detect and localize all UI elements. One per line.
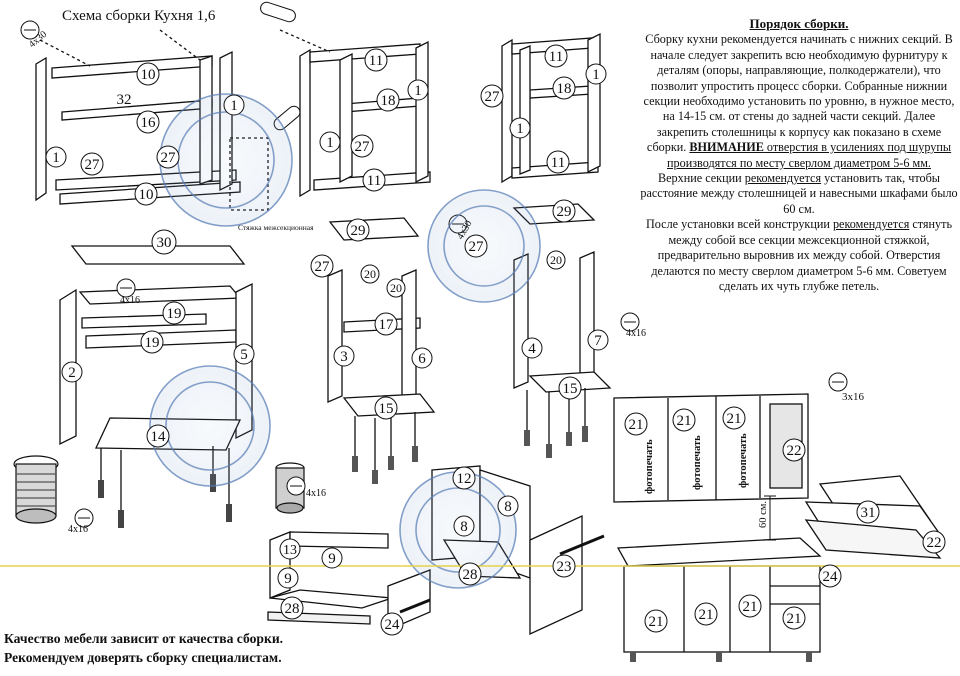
part-number: 15 xyxy=(379,401,394,417)
part-number: 1 xyxy=(52,150,60,166)
footer-note: Качество мебели зависит от качества сбор… xyxy=(4,629,283,667)
part-number: 21 xyxy=(727,411,742,427)
part-number: 21 xyxy=(743,599,758,615)
part-number: 18 xyxy=(381,93,396,109)
part-number: 9 xyxy=(328,551,336,567)
part-number: 29 xyxy=(351,223,366,239)
part-number: 9 xyxy=(284,571,292,587)
part-number: 31 xyxy=(861,505,876,521)
part-number: 13 xyxy=(283,543,297,558)
warning-label: ВНИМАНИЕ xyxy=(689,140,764,155)
part-number: 12 xyxy=(457,471,472,487)
screw-size-label: 4x16 xyxy=(306,488,326,499)
part-number: 28 xyxy=(463,567,478,583)
part-number: 6 xyxy=(418,351,426,367)
part-number: 16 xyxy=(141,115,157,131)
part-number: 27 xyxy=(315,259,331,275)
part-number: 32 xyxy=(117,92,132,108)
part-number: 21 xyxy=(677,413,692,429)
part-number: 24 xyxy=(823,569,839,585)
part-number: 10 xyxy=(139,187,154,203)
part-number: 21 xyxy=(699,607,714,623)
part-number: 10 xyxy=(141,67,156,83)
part-number: 17 xyxy=(379,317,395,333)
part-number: 20 xyxy=(364,267,376,281)
part-label xyxy=(136,62,160,86)
leg-detail xyxy=(13,455,305,524)
part-number: 14 xyxy=(151,429,167,445)
part-number: 27 xyxy=(469,239,485,255)
base-cabinets-assembled xyxy=(616,537,822,662)
footer-line-1: Качество мебели зависит от качества сбор… xyxy=(4,631,284,646)
part-number: 11 xyxy=(549,49,563,65)
screw-size-label: 3x16 xyxy=(842,391,865,403)
part-number: 11 xyxy=(551,155,565,171)
upper-cabinet-middle xyxy=(279,29,431,198)
part-labels: 10 32 16 1 1 27 27 10 11 1 18 1 27 11 11… xyxy=(45,44,946,636)
part-number: 1 xyxy=(326,135,334,151)
part-number: 11 xyxy=(369,53,383,69)
part-number: 19 xyxy=(167,306,182,322)
photo-print-label: фотопечать xyxy=(644,439,655,494)
part-number: 11 xyxy=(367,173,381,189)
part-number: 30 xyxy=(157,235,172,251)
drawer-exploded xyxy=(267,531,431,631)
part-number: 23 xyxy=(557,559,572,575)
instructions-paragraph-2: Верхние секции рекомендуется установить … xyxy=(640,171,958,216)
part-number: 29 xyxy=(557,204,572,220)
instructions-paragraph-1: Сборку кухни рекомендуется начинать с ни… xyxy=(643,32,955,170)
part-number: 1 xyxy=(230,98,238,114)
screw-size-label: 4x16 xyxy=(120,295,140,306)
part-number: 27 xyxy=(355,139,371,155)
part-number: 28 xyxy=(285,601,300,617)
part-number: 2 xyxy=(68,365,76,381)
part-number: 8 xyxy=(460,519,468,535)
part-number: 20 xyxy=(550,253,562,267)
part-number: 15 xyxy=(563,381,578,397)
part-number: 4 xyxy=(528,341,536,357)
part-number: 8 xyxy=(504,499,512,515)
part-number: 20 xyxy=(390,281,402,295)
screw-size-label: 4x16 xyxy=(68,524,88,535)
part-number: 3 xyxy=(340,349,348,365)
part-number: 5 xyxy=(240,347,248,363)
part-number: 7 xyxy=(594,333,602,349)
part-number: 1 xyxy=(516,121,524,137)
photo-print-label: фотопечать xyxy=(738,433,749,488)
part-number: 21 xyxy=(787,611,802,627)
footer-line-2: Рекомендуем доверять сборку специалистам… xyxy=(4,650,282,665)
stjazhka-label: Стяжка межсекционная xyxy=(238,223,314,232)
assembly-instructions: Порядок сборки. Сборку кухни рекомендует… xyxy=(640,16,958,294)
part-number: 1 xyxy=(414,83,422,99)
instructions-paragraph-3: После установки всей конструкции рекомен… xyxy=(645,217,953,293)
part-number: 22 xyxy=(787,443,802,459)
part-number: 27 xyxy=(85,157,101,173)
part-number: 21 xyxy=(649,614,664,630)
dimension-60cm xyxy=(764,495,776,541)
part-number: 1 xyxy=(592,67,600,83)
part-number: 27 xyxy=(161,150,177,166)
part-number: 22 xyxy=(927,535,942,551)
diagram-title: Схема сборки Кухня 1,6 xyxy=(62,8,216,24)
stamp-icon xyxy=(149,93,541,589)
dimension-label: 60 см. xyxy=(758,501,769,528)
part-number: 24 xyxy=(385,617,401,633)
photo-print-labels: фотопечать фотопечать фотопечать xyxy=(644,433,749,494)
screw-size-label: 4x16 xyxy=(626,328,646,339)
part-number: 27 xyxy=(485,89,501,105)
part-number: 19 xyxy=(145,335,160,351)
part-number: 21 xyxy=(629,417,644,433)
photo-print-label: фотопечать xyxy=(692,435,703,490)
instructions-heading: Порядок сборки. xyxy=(749,16,849,31)
part-number: 18 xyxy=(557,81,572,97)
